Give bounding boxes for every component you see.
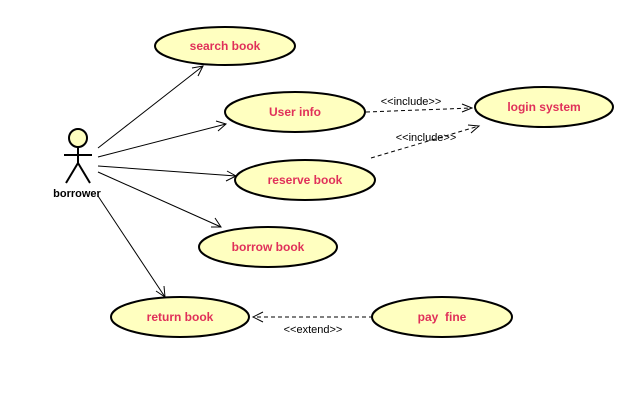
use-case-search-book[interactable]: search book [154, 26, 296, 66]
svg-text:login system: login system [507, 100, 580, 114]
extend-payfine-return: <<extend>> [251, 311, 373, 336]
use-case-login-system[interactable]: login system [474, 86, 614, 128]
associations [97, 65, 238, 298]
include-userinfo-login: <<include>> [365, 96, 474, 113]
assoc-reserve-book [97, 165, 238, 182]
actor-leg-left [65, 162, 79, 184]
svg-text:pay fine: pay fine [418, 310, 467, 324]
use-case-reserve-book[interactable]: reserve book [234, 159, 376, 201]
use-case-user-info[interactable]: User info [224, 91, 366, 133]
use-case-borrow-book[interactable]: borrow book [198, 226, 338, 268]
use-case-pay-fine[interactable]: pay fine [371, 296, 513, 338]
assoc-borrow-book [97, 171, 222, 228]
include-label-2: <<include>> [396, 132, 457, 144]
actor-head [68, 128, 88, 148]
svg-text:search book: search book [190, 39, 261, 53]
include-reserve-login: <<include>> [370, 124, 481, 159]
assoc-return-book [97, 195, 166, 298]
actor-borrower[interactable]: borrower [53, 128, 102, 200]
svg-text:borrow book: borrow book [232, 240, 305, 254]
assoc-user-info [97, 120, 228, 158]
svg-text:return book: return book [147, 310, 214, 324]
svg-text:User info: User info [269, 105, 321, 119]
actor-label: borrower [53, 188, 101, 200]
use-case-return-book[interactable]: return book [110, 296, 250, 338]
actor-leg-right [77, 162, 91, 184]
assoc-search-book [97, 65, 204, 149]
extend-label: <<extend>> [284, 324, 343, 336]
include-label-1: <<include>> [381, 96, 442, 108]
svg-text:reserve book: reserve book [268, 173, 343, 187]
